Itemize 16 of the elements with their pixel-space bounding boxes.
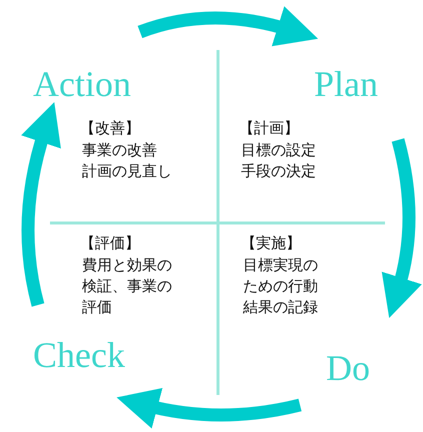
quadrant-text: 費用と効果の検証、事業の評価 — [82, 255, 172, 318]
phase-label: Do — [326, 348, 370, 388]
quadrant-heading: 【実施】 — [241, 233, 301, 254]
quadrant-heading: 【計画】 — [239, 118, 299, 139]
quadrant-text: 目標実現のための行動結果の記録 — [243, 255, 318, 318]
quadrant-heading: 【評価】 — [80, 233, 140, 254]
cycle-arrow — [138, 6, 318, 47]
quadrant-text: 事業の改善計画の見直し — [82, 140, 172, 182]
quadrant-text: 目標の設定手段の決定 — [241, 140, 316, 182]
cycle-arrow — [381, 138, 422, 318]
phase-label: Action — [33, 64, 131, 104]
phase-label: Plan — [314, 64, 378, 104]
cycle-arrow — [116, 388, 302, 428]
quadrant-heading: 【改善】 — [80, 118, 140, 139]
phase-label: Check — [33, 335, 125, 375]
cycle-arrow — [21, 102, 62, 307]
